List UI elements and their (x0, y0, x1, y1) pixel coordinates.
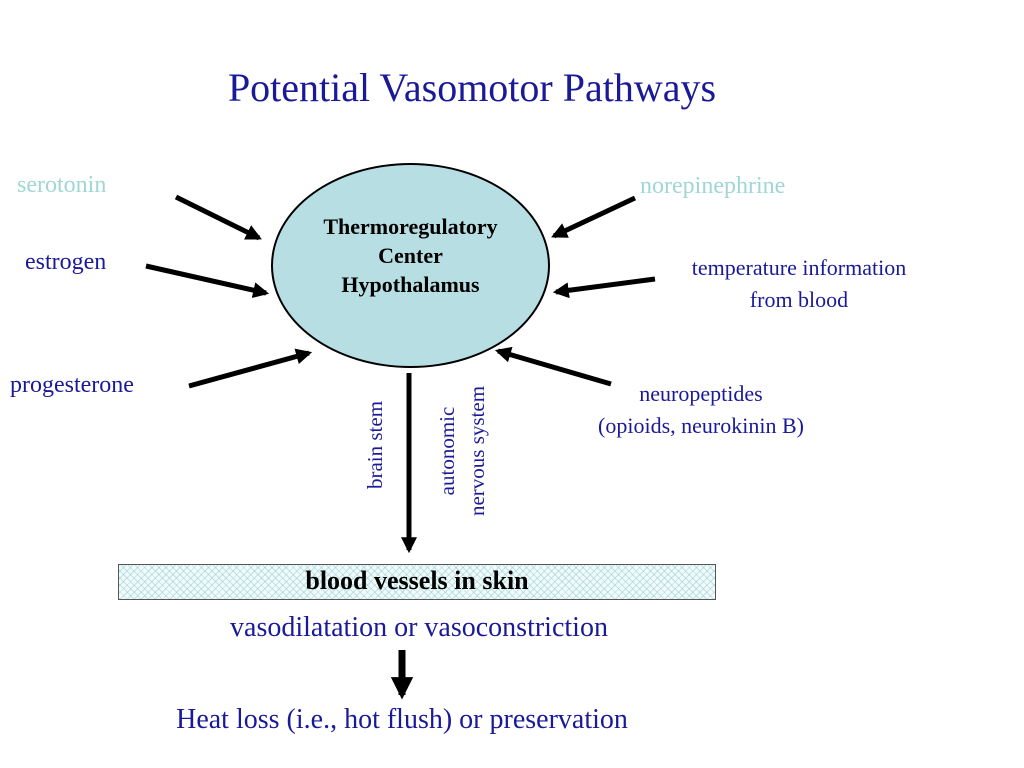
arrow-serotonin (174, 194, 262, 241)
label-line: nervous system (465, 385, 489, 517)
thermoregulatory-center (271, 163, 550, 368)
label-blood-vessels-in-skin: blood vessels in skin (305, 566, 529, 595)
label-line: autonomic (435, 406, 459, 496)
diagram-title: Potential Vasomotor Pathways (227, 65, 717, 110)
label-autonomic-nervous-system: autonomic nervous system (432, 371, 492, 531)
label-progesterone: progesterone (10, 372, 134, 398)
center-line: Center (378, 243, 443, 268)
label-line: neuropeptides (639, 381, 763, 406)
label-neuropeptides: neuropeptides (opioids, neurokinin B) (566, 378, 836, 442)
center-label: Thermoregulatory Center Hypothalamus (271, 212, 550, 299)
label-line: (opioids, neurokinin B) (598, 413, 804, 438)
label-serotonin: serotonin (17, 172, 107, 198)
label-temperature-information: temperature information from blood (658, 252, 940, 316)
arrow-norepinephrine (551, 195, 637, 239)
arrow-progesterone (188, 348, 313, 389)
arrow-neuropeptides (494, 346, 612, 387)
label-norepinephrine: norepinephrine (640, 173, 786, 199)
label-brain-stem: brain stem (363, 400, 387, 490)
label-estrogen: estrogen (25, 249, 107, 275)
center-line: Thermoregulatory (323, 214, 498, 239)
label-line: temperature information (691, 255, 907, 280)
center-line: Hypothalamus (341, 272, 480, 297)
skin-vessels-band (118, 564, 716, 600)
arrow-estrogen (145, 263, 270, 298)
label-outcome: Heat loss (i.e., hot flush) or preservat… (176, 704, 628, 735)
label-line: from blood (749, 287, 849, 312)
arrow-temperature (552, 276, 656, 299)
label-vasomotor-effect: vasodilatation or vasoconstriction (230, 612, 608, 643)
